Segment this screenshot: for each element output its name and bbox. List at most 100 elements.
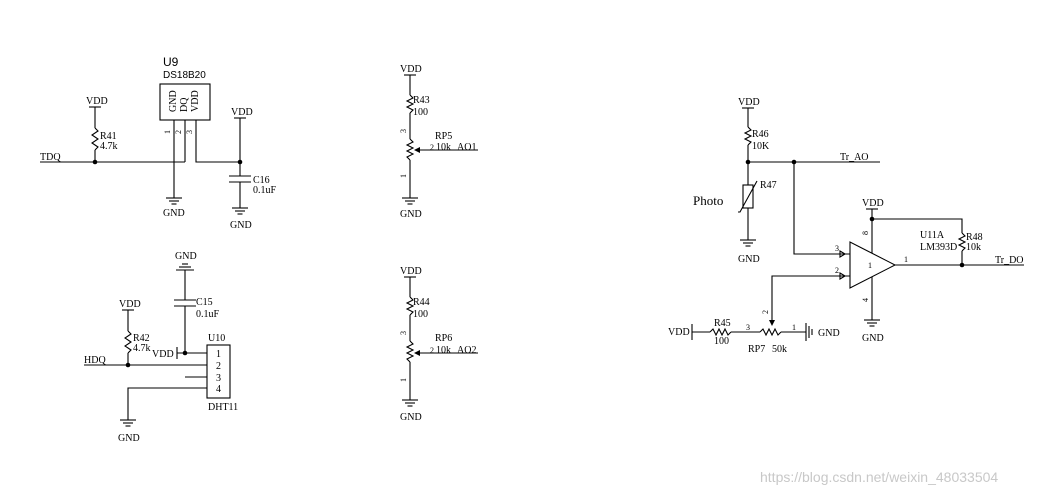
u10-gnd-symbol	[119, 419, 137, 427]
r42-value-label: 4.7k	[133, 343, 151, 354]
r46-value-label: 10K	[752, 141, 770, 152]
comparator-pos-wire	[793, 162, 850, 255]
c15-ref-label: C15	[196, 297, 213, 308]
rp5-gnd-label: GND	[400, 209, 422, 220]
rp5-pin2-number: 2	[430, 143, 434, 152]
comparator-gnd-label: GND	[862, 333, 884, 344]
comparator-neg-pin: 2	[835, 266, 839, 275]
comparator-pos-arrow	[839, 250, 847, 258]
u9-ref-label: U9	[163, 55, 179, 69]
comparator-ref-label: U11A	[920, 230, 945, 241]
rp5-value-label: 10k	[436, 142, 451, 153]
r47-photoresistor-slash	[738, 180, 758, 213]
c15-value-label: 0.1uF	[196, 309, 220, 320]
r43-value-label: 100	[413, 107, 428, 118]
u9-gnd-symbol	[165, 197, 183, 205]
comparator-vcc-pin: 8	[861, 231, 870, 235]
r46-ref-label: R46	[752, 129, 769, 140]
u9-pin3-number: 3	[185, 130, 194, 134]
rp6-wiper-arrow	[414, 350, 420, 356]
comparator-part-label: LM393D	[920, 242, 957, 253]
rp5-vdd-label: VDD	[400, 64, 422, 75]
rp5-gnd-symbol	[401, 197, 419, 205]
r42-vdd-label: VDD	[119, 299, 141, 310]
rp6-pin1-number: 1	[399, 378, 408, 382]
rp7-gnd-symbol	[805, 323, 813, 341]
u9-pin-gnd-label: GND	[168, 90, 179, 112]
r47-gnd-symbol	[739, 239, 757, 247]
r44-value-label: 100	[413, 309, 428, 320]
r41-ref-label: R41	[100, 131, 117, 142]
r45-value-label: 100	[714, 336, 729, 347]
rp6-gnd-symbol	[401, 399, 419, 407]
comparator-gnd-symbol	[863, 319, 881, 327]
comparator-neg-wire	[771, 275, 850, 320]
rp6-net-label: AO2	[457, 345, 476, 356]
watermark-text: https://blog.csdn.net/weixin_48033504	[760, 469, 998, 485]
rp6-pin3-number: 3	[399, 331, 408, 335]
c16-value-label: 0.1uF	[253, 185, 277, 196]
u10-vdd-label: VDD	[152, 349, 174, 360]
c16-junction-dot	[237, 159, 243, 165]
comparator-gnd-pin: 4	[861, 298, 870, 302]
rp5-pin3-number: 3	[399, 129, 408, 133]
r46-resistor	[743, 126, 753, 146]
u10-pin3-label: 3	[216, 373, 221, 384]
rp7-pin2-number: 2	[761, 310, 770, 314]
rp5-wiper-arrow	[414, 147, 420, 153]
r45-ref-label: R45	[714, 318, 731, 329]
rp7-value-label: 50k	[772, 344, 787, 355]
rp6-value-label: 10k	[436, 345, 451, 356]
r45-resistor	[709, 327, 732, 337]
r41-value-label: 4.7k	[100, 141, 118, 152]
c16-gnd-symbol	[231, 207, 249, 215]
tr-ao-net-label: Tr_AO	[840, 152, 869, 163]
r42-ref-label: R42	[133, 333, 150, 344]
photo-label: Photo	[693, 193, 723, 208]
r44-resistor	[405, 296, 415, 316]
comparator-out-pin: 1	[904, 255, 908, 264]
r42-resistor	[124, 330, 132, 354]
r47-gnd-label: GND	[738, 254, 760, 265]
rp6-pin2-number: 2	[430, 346, 434, 355]
u9-pin1-number: 1	[163, 130, 172, 134]
tdq-net-label: TDQ	[40, 152, 61, 163]
rp7-wiper-arrow	[769, 320, 775, 326]
r41-resistor	[91, 127, 99, 151]
rp6-section: VDD R44 100 3 2 RP6 10k AO2 1 GND	[399, 266, 478, 423]
rp7-gnd-label: GND	[818, 328, 840, 339]
r48-ref-label: R48	[966, 232, 983, 243]
c16-gnd-label: GND	[230, 220, 252, 231]
r48-resistor	[957, 232, 967, 252]
rp7-pot-body	[759, 327, 782, 337]
rp5-pot-body	[405, 138, 415, 161]
rp6-ref-label: RP6	[435, 333, 452, 344]
u10-pin4-wire	[127, 387, 207, 420]
rp5-ref-label: RP5	[435, 131, 452, 142]
r48-value-label: 10k	[966, 242, 981, 253]
comparator-neg-arrow	[839, 272, 847, 280]
u10-body	[206, 344, 231, 399]
rp5-net-label: AO1	[457, 142, 476, 153]
c15-gnd-label: GND	[175, 251, 197, 262]
u9-pin-vdd-label: VDD	[190, 90, 201, 112]
comparator-out-pin-inside: 1	[868, 261, 872, 270]
rp6-pot-body	[405, 340, 415, 363]
photo-comparator-section: VDD R46 10K Tr_AO Photo R47 GND 3 2 1 1	[668, 97, 1024, 355]
u9-pin-dq-label: DQ	[179, 97, 190, 112]
r46-vdd-label: VDD	[738, 97, 760, 108]
u9-pin3-wire	[195, 120, 240, 163]
u10-pin4-label: 4	[216, 384, 221, 395]
hdq-net-label: HDQ	[84, 355, 106, 366]
u10-dht11-section: GND C15 0.1uF U10 1 2 3 4 DHT11 VDD HDQ	[84, 251, 238, 444]
comparator-pos-pin: 3	[835, 244, 839, 253]
c15-gnd-symbol	[176, 263, 194, 271]
c15-junction-dot	[182, 350, 188, 356]
rp6-gnd-label: GND	[400, 412, 422, 423]
u10-pin1-label: 1	[216, 349, 221, 360]
rp5-section: VDD R43 100 3 2 RP5 10k AO1 1 GND	[399, 64, 478, 220]
r44-ref-label: R44	[413, 297, 430, 308]
r45-vdd-label: VDD	[668, 327, 690, 338]
rp7-pin3-number: 3	[746, 323, 750, 332]
